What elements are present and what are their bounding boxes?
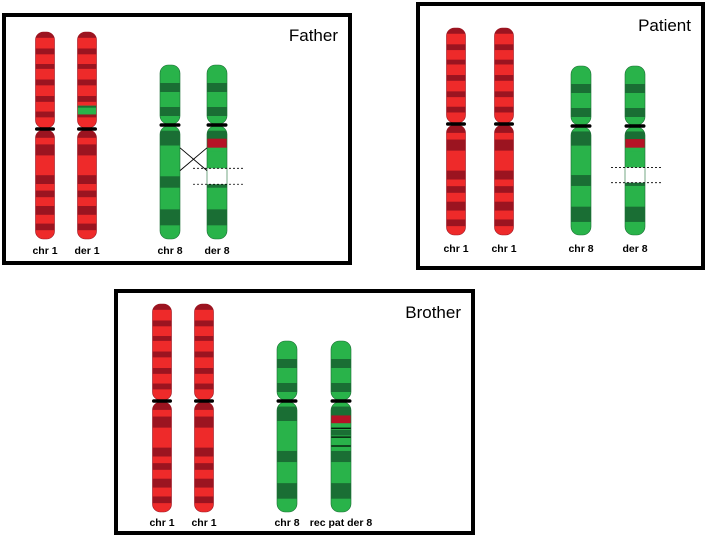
chromosome-label: chr 1 <box>32 245 58 257</box>
crossover-lines <box>179 147 208 171</box>
panel-patient: Patient chr 1 chr 1 chr 8 der 8 <box>416 2 705 270</box>
centromere <box>206 123 228 127</box>
chromosome-label: chr 1 <box>149 517 175 529</box>
panel-title-father: Father <box>288 26 338 45</box>
centromere <box>446 122 466 126</box>
centromere <box>570 124 592 128</box>
chr8-chromosome <box>611 65 661 236</box>
centromere <box>624 124 646 128</box>
chromosome-label: chr 1 <box>491 243 517 255</box>
chr1-chromosome <box>446 27 466 236</box>
centromere <box>330 399 352 403</box>
brother-karyotype-drawing <box>152 303 352 513</box>
father-karyotype-drawing <box>35 31 243 240</box>
chromosome-label: chr 8 <box>568 243 594 255</box>
chromosome-label: rec pat der 8 <box>309 517 373 529</box>
chromosome-label: der 1 <box>74 245 100 257</box>
centromere <box>152 399 172 403</box>
centromere <box>159 123 181 127</box>
chr1-chromosome <box>494 27 514 236</box>
chr8-chromosome <box>276 340 298 513</box>
centromere <box>194 399 214 403</box>
patient-karyotype-drawing <box>446 27 661 236</box>
chr8-chromosome <box>330 340 352 513</box>
panel-title-brother: Brother <box>405 303 461 322</box>
chr8-chromosome <box>193 64 243 240</box>
chromosome-label: chr 8 <box>157 245 183 257</box>
chromosome-label: chr 1 <box>443 243 469 255</box>
chr8-chromosome <box>159 64 181 240</box>
chr1-chromosome <box>35 31 55 240</box>
panel-brother: Brother chr 1 chr 1 chr 8 rec pat der 8 <box>114 289 475 535</box>
centromere <box>77 127 97 131</box>
chromosome-label: chr 1 <box>191 517 217 529</box>
chr8-chromosome <box>570 65 592 236</box>
centromere <box>35 127 55 131</box>
centromere <box>276 399 298 403</box>
chromosome-label: chr 8 <box>274 517 300 529</box>
panel-father: Father chr 1 der 1 chr 8 der 8 <box>2 13 352 265</box>
chromosome-label: der 8 <box>204 245 230 257</box>
chromosome-label: der 8 <box>622 243 648 255</box>
panel-title-patient: Patient <box>638 16 691 35</box>
centromere <box>494 122 514 126</box>
chr1-chromosome <box>194 303 214 513</box>
chr1-chromosome <box>152 303 172 513</box>
chr1-chromosome <box>77 31 97 240</box>
